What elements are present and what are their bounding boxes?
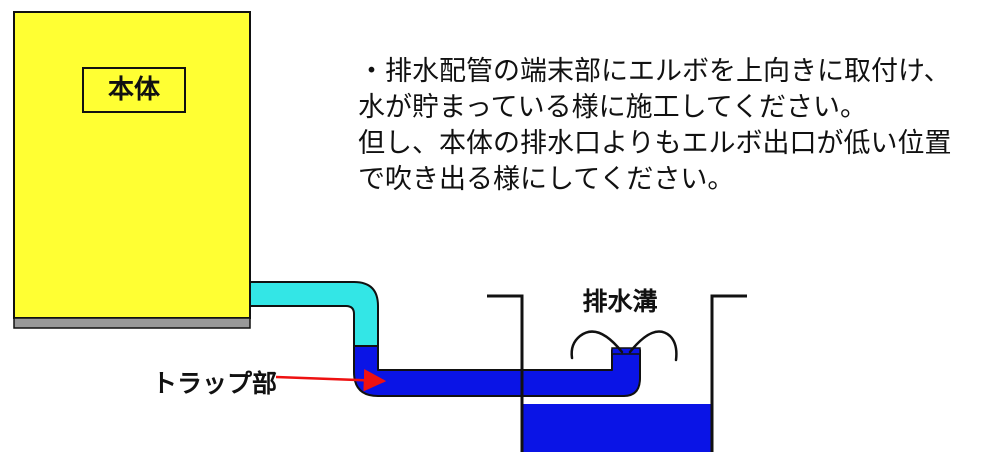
main-unit-body [13, 11, 251, 319]
drain-pipe-empty-section [249, 281, 379, 347]
instruction-line: 但し、本体の排水口よりもエルボ出口が低い位置 [358, 128, 952, 159]
drainage-trench-label: 排水溝 [582, 287, 658, 316]
installation-instructions: ・排水配管の端末部にエルボを上向きに取付け、 水が貯まっている様に施工してくださ… [358, 54, 1006, 198]
main-unit-base [13, 317, 251, 329]
instruction-line: ・排水配管の端末部にエルボを上向きに取付け、 [358, 56, 951, 87]
spray-arc-right [628, 330, 678, 362]
main-unit-label: 本体 [82, 67, 186, 113]
spray-arc-left [570, 330, 624, 360]
drain-pipe-trap-water [353, 345, 641, 397]
trench-water [522, 404, 712, 452]
elbow-outlet [611, 347, 641, 355]
trap-section-label: トラップ部 [152, 369, 278, 398]
instruction-line: 水が貯まっている様に施工してください。 [358, 92, 867, 123]
trench-left-wall [487, 294, 524, 452]
trap-pointer-arrow [275, 369, 387, 392]
trench-right-wall [710, 294, 747, 452]
instruction-line: で吹き出る様にしてください。 [358, 164, 735, 195]
